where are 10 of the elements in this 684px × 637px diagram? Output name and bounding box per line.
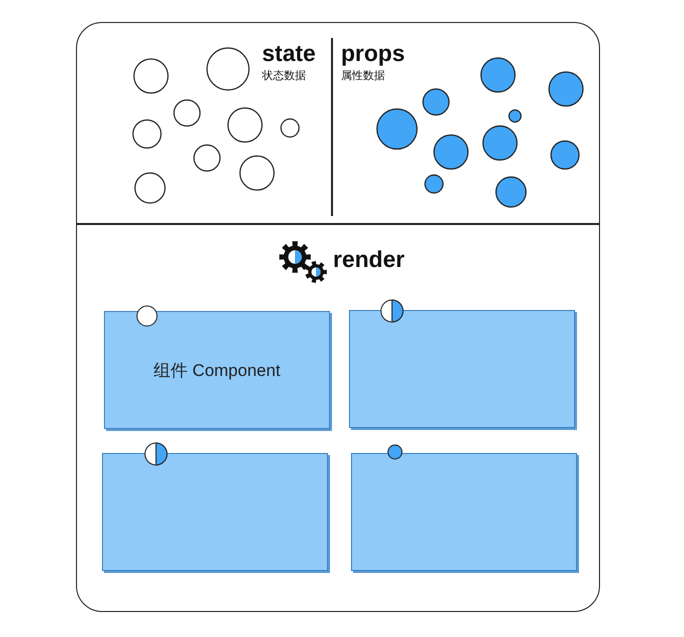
component-label: 组件 Component xyxy=(154,360,280,382)
section-heading: render xyxy=(333,246,405,273)
section-heading: state xyxy=(262,40,316,67)
component-box xyxy=(102,453,328,571)
section-subtitle: 状态数据 xyxy=(262,68,306,83)
section-subtitle: 属性数据 xyxy=(341,69,385,83)
section-heading: props xyxy=(341,40,405,67)
component-box xyxy=(351,453,577,571)
component-box xyxy=(349,310,575,428)
component-box xyxy=(104,311,330,429)
